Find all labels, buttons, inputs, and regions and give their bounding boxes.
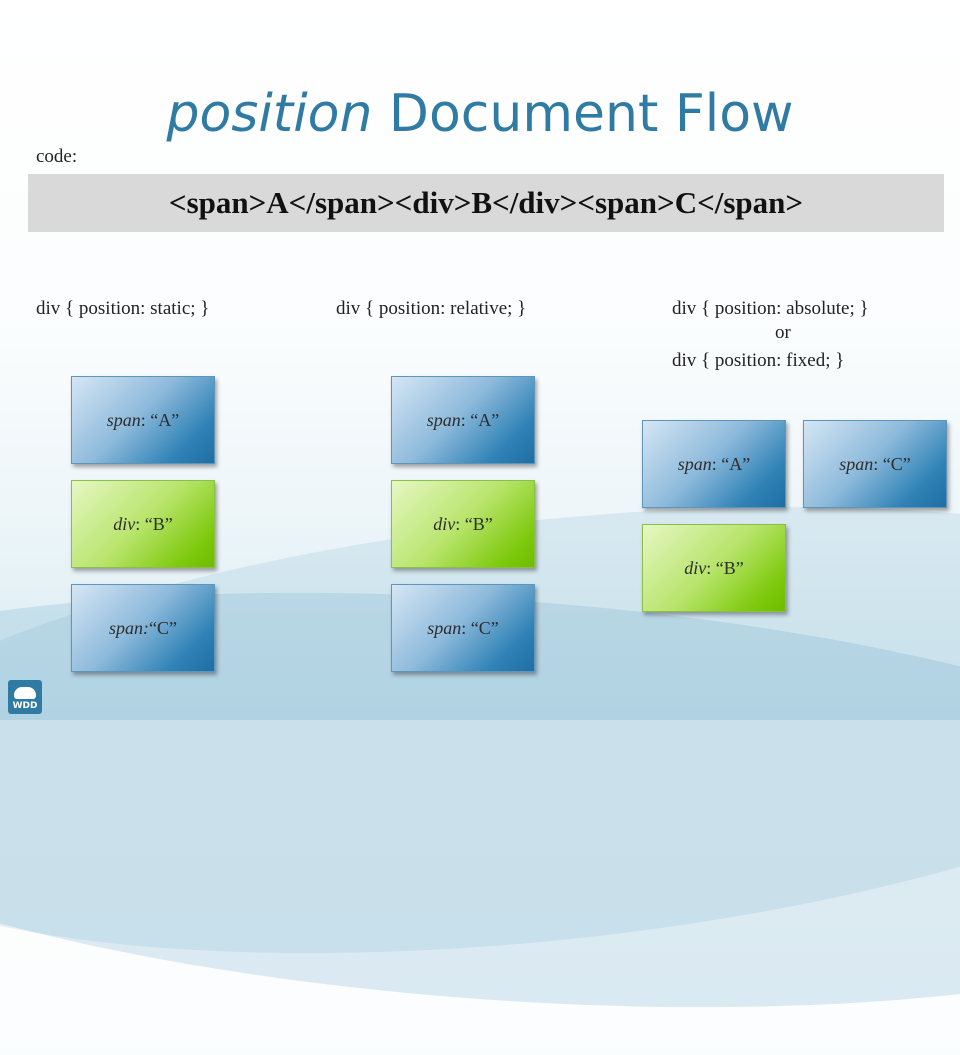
- box-name: span: [106, 409, 141, 430]
- relative-span-a-box: span: “A”: [391, 376, 535, 464]
- code-sample: <span>A</span><div>B</div><span>C</span>: [28, 174, 944, 232]
- or-text: or: [775, 322, 791, 343]
- box-name: span:: [109, 617, 149, 638]
- box-value: : “B”: [455, 513, 493, 534]
- static-span-c-box: span: “C”: [71, 584, 215, 672]
- box-value: : “A”: [140, 409, 180, 430]
- fixed-heading: div { position: fixed; }: [672, 350, 845, 371]
- static-heading: div { position: static; }: [36, 298, 210, 319]
- box-name: div: [433, 513, 456, 534]
- box-value: : “B”: [135, 513, 173, 534]
- absolute-span-a-box: span: “A”: [642, 420, 786, 508]
- wdd-logo: WDD: [8, 680, 42, 714]
- box-value: : “A”: [711, 453, 751, 474]
- box-value: : “A”: [460, 409, 500, 430]
- box-name: div: [684, 557, 707, 578]
- box-value: “C”: [149, 617, 177, 638]
- box-name: span: [839, 453, 874, 474]
- title-rest: Document Flow: [372, 84, 794, 144]
- box-name: div: [113, 513, 136, 534]
- box-name: span: [677, 453, 712, 474]
- absolute-heading: div { position: absolute; }: [672, 298, 869, 319]
- title-italic: position: [166, 84, 373, 144]
- absolute-div-b-box: div: “B”: [642, 524, 786, 612]
- relative-div-b-box: div: “B”: [391, 480, 535, 568]
- box-value: : “C”: [461, 617, 499, 638]
- box-name: span: [427, 617, 462, 638]
- relative-span-c-box: span: “C”: [391, 584, 535, 672]
- box-value: : “C”: [873, 453, 911, 474]
- code-label: code:: [36, 146, 78, 167]
- logo-text: WDD: [12, 701, 38, 711]
- absolute-span-c-box: span: “C”: [803, 420, 947, 508]
- static-div-b-box: div: “B”: [71, 480, 215, 568]
- slide-title: position Document Flow: [0, 82, 960, 146]
- box-value: : “B”: [706, 557, 744, 578]
- relative-heading: div { position: relative; }: [336, 298, 527, 319]
- box-name: span: [426, 409, 461, 430]
- cloud-icon: [14, 687, 36, 699]
- static-span-a-box: span: “A”: [71, 376, 215, 464]
